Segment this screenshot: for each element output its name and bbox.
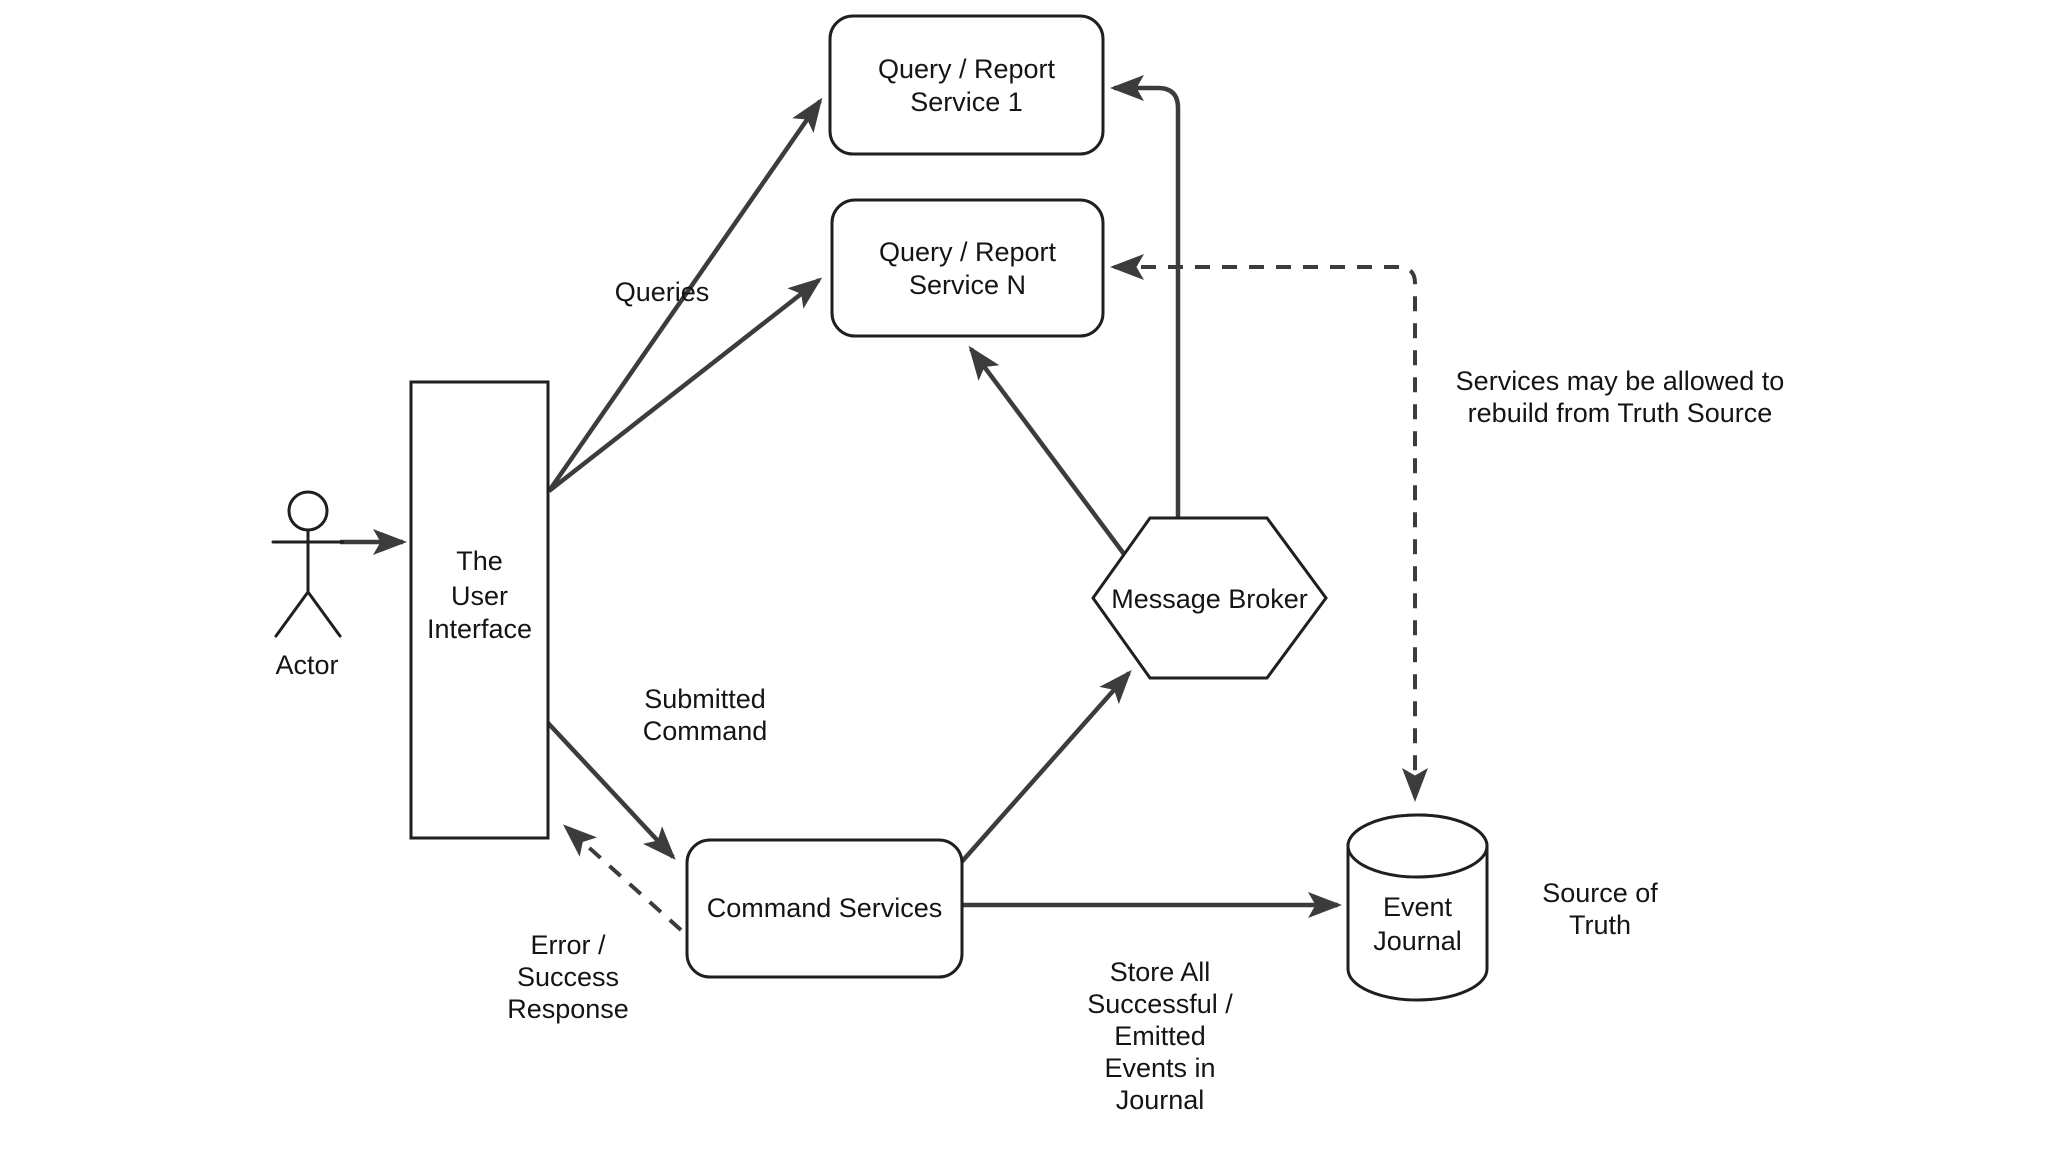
ui-label-line-1: The (456, 546, 503, 576)
serviceN-label-line-1: Query / Report (879, 237, 1057, 267)
store-events-line-4: Events in (1104, 1053, 1215, 1083)
edge-ui-to-service1 (547, 97, 823, 493)
store-events-line-5: Journal (1116, 1085, 1205, 1115)
event-journal-node (1346, 813, 1489, 1002)
actor-figure (271, 490, 345, 638)
error-success-line-1: Error / (530, 930, 606, 960)
edge-command-services-to-ui-dashed (563, 824, 683, 932)
edge-journal-to-serviceN-dashed (1110, 254, 1428, 802)
service1-label-line-2: Service 1 (910, 87, 1023, 117)
message-broker-node (1091, 516, 1328, 680)
source-of-truth-line-1: Source of (1542, 878, 1658, 908)
ui-label-line-3: Interface (427, 614, 532, 644)
store-events-line-2: Successful / (1087, 989, 1233, 1019)
submitted-command-line-2: Command (643, 716, 768, 746)
error-success-line-2: Success (517, 962, 619, 992)
store-events-line-1: Store All (1110, 957, 1211, 987)
ui-label-line-2: User (451, 581, 508, 611)
message-broker-label: Message Broker (1111, 584, 1308, 614)
queries-annotation: Queries (615, 277, 710, 307)
command-services-node (685, 838, 964, 979)
edge-ui-to-command-services (546, 721, 676, 860)
source-of-truth-line-2: Truth (1569, 910, 1631, 940)
actor-body (271, 528, 345, 638)
event-journal-cylinder-top (1346, 813, 1489, 879)
actor-head (287, 490, 329, 532)
error-success-line-3: Response (507, 994, 629, 1024)
actor-label: Actor (275, 650, 338, 680)
event-journal-label-line-1: Event (1383, 892, 1453, 922)
edge-command-services-to-broker (956, 670, 1132, 868)
submitted-command-line-1: Submitted (644, 684, 766, 714)
rebuild-note-line-2: rebuild from Truth Source (1468, 398, 1773, 428)
edge-broker-to-serviceN (968, 345, 1126, 556)
edge-ui-to-serviceN (547, 277, 823, 493)
rebuild-note-line-1: Services may be allowed to (1456, 366, 1785, 396)
user-interface-node (409, 380, 550, 840)
service1-label-line-1: Query / Report (878, 54, 1056, 84)
event-journal-label-line-2: Journal (1373, 926, 1462, 956)
serviceN-label-line-2: Service N (909, 270, 1026, 300)
query-report-service-1-node (828, 14, 1105, 156)
query-report-service-n-node (830, 198, 1105, 338)
edge-broker-to-service1 (1110, 75, 1181, 517)
store-events-line-3: Emitted (1114, 1021, 1206, 1051)
command-services-label: Command Services (707, 893, 943, 923)
